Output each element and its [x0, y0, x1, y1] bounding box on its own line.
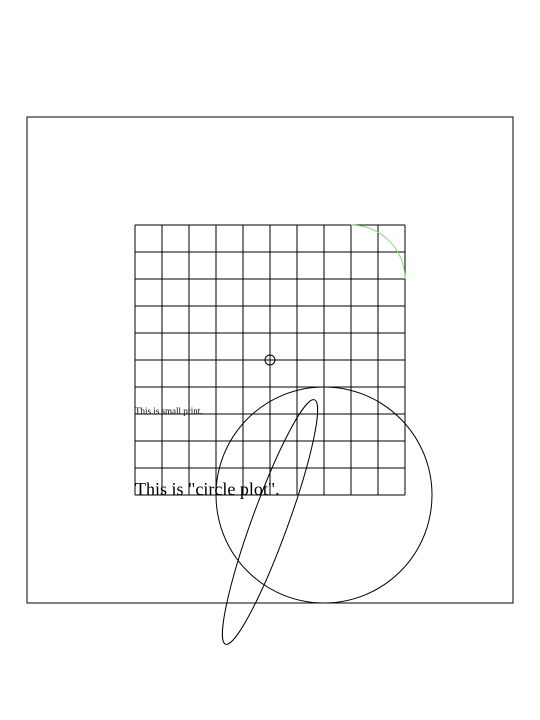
green-arc	[350, 224, 406, 280]
outer-frame	[26, 116, 514, 604]
large-circle	[215, 386, 433, 604]
tilted-ellipse	[221, 399, 319, 645]
caption: This is "circle plot".	[135, 479, 280, 499]
small-print: This is small print.	[135, 406, 203, 416]
center-circle	[264, 354, 276, 366]
grid	[134, 224, 406, 496]
